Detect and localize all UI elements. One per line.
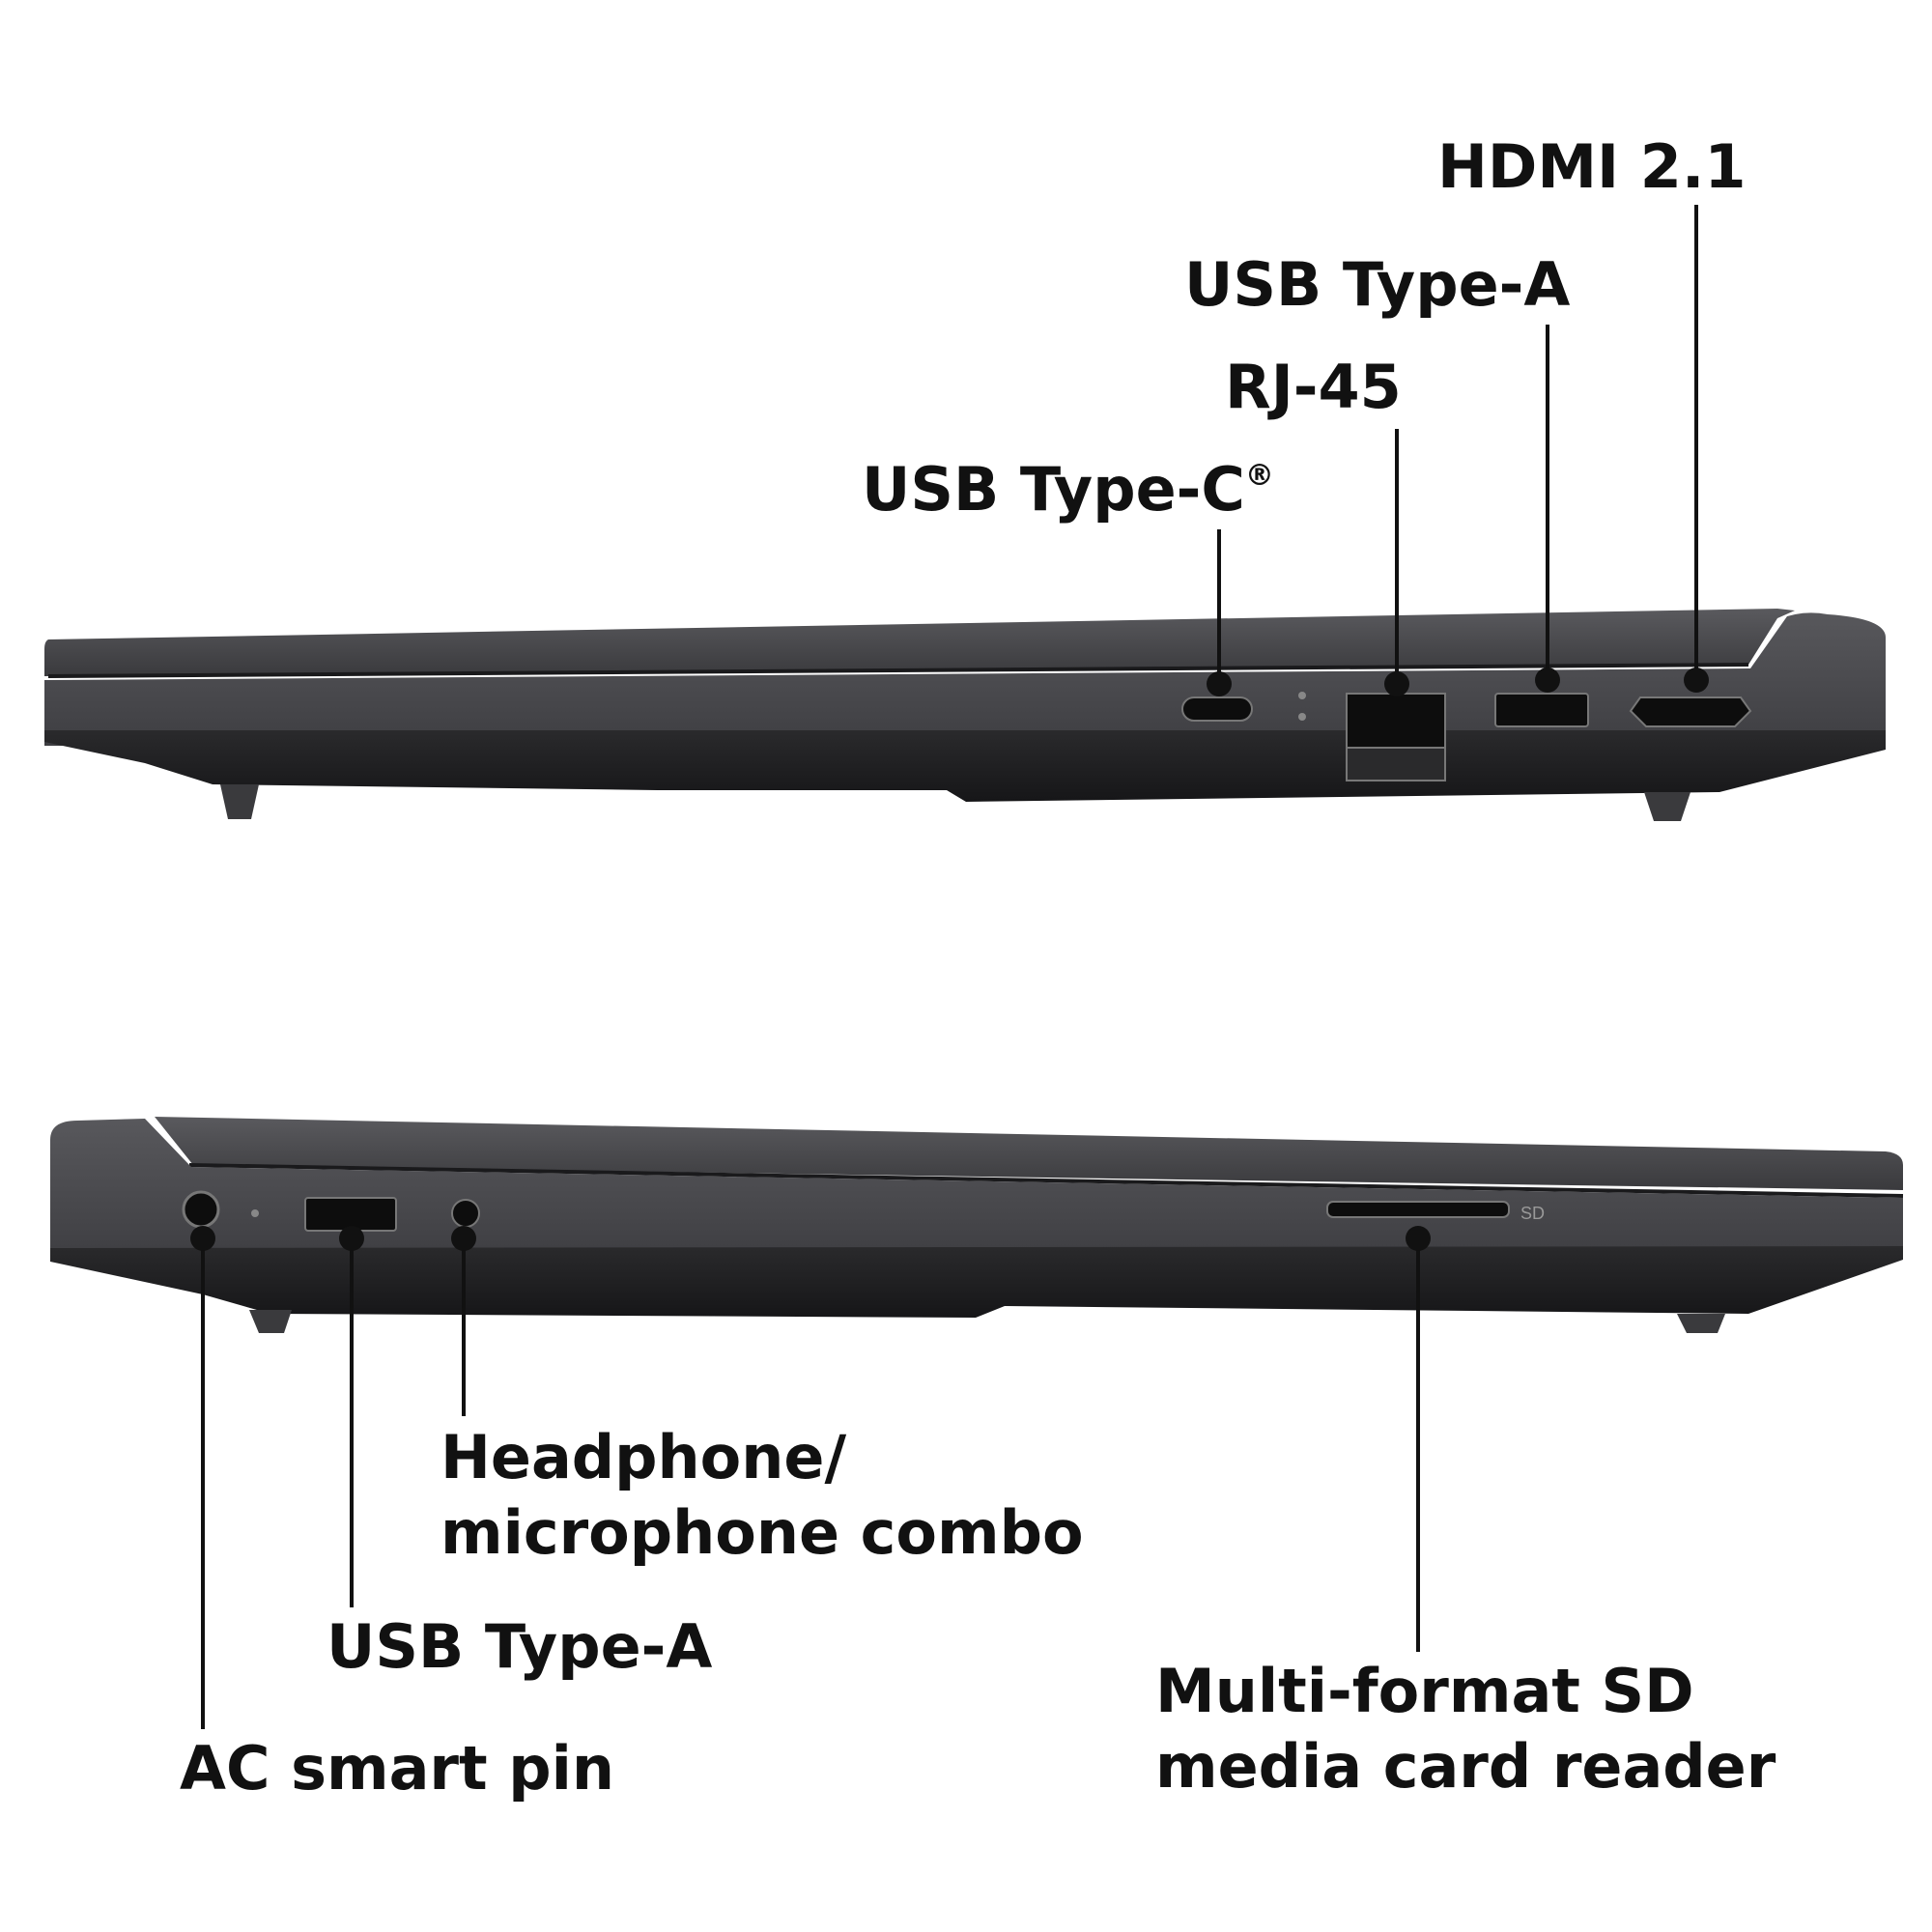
label-hdmi: HDMI 2.1: [1437, 131, 1747, 202]
dot-ac-pin: [190, 1226, 215, 1251]
left-foot-right: [1677, 1314, 1725, 1333]
audio-jack-port: [451, 1199, 480, 1228]
label-audio-line2: microphone combo: [440, 1496, 1084, 1568]
left-lid: [155, 1117, 1903, 1190]
label-audio: Headphone/ microphone combo: [440, 1420, 1084, 1570]
label-audio-line1: Headphone/: [440, 1422, 847, 1492]
sd-marking: SD: [1520, 1204, 1545, 1223]
left-foot-left: [249, 1310, 292, 1333]
laptop-left-side: SD: [50, 1117, 1904, 1729]
ac-smart-pin-port: [182, 1190, 220, 1229]
rj45-port: [1346, 693, 1446, 749]
left-body: [50, 1119, 1903, 1260]
right-foot-right: [1644, 792, 1690, 821]
label-usb-a-right: USB Type-A: [1184, 249, 1571, 320]
status-led-1: [1298, 692, 1306, 699]
label-sd-line1: Multi-format SD: [1155, 1656, 1694, 1726]
label-ac-pin: AC smart pin: [180, 1733, 614, 1804]
dot-sd: [1406, 1226, 1431, 1251]
sd-card-slot: [1326, 1201, 1510, 1218]
power-led: [251, 1209, 259, 1217]
usb-c-port: [1181, 696, 1253, 722]
right-foot-left: [220, 784, 259, 819]
usb-a-port-left: [304, 1197, 397, 1232]
dot-usb-a-left: [339, 1226, 364, 1251]
right-base: [44, 730, 1886, 802]
dot-rj45: [1384, 671, 1409, 696]
left-lid-edge: [188, 1163, 1904, 1198]
right-lid-edge: [47, 663, 1749, 678]
rj45-latch: [1346, 747, 1446, 781]
dot-usb-c: [1207, 671, 1232, 696]
dot-hdmi: [1684, 668, 1709, 693]
label-sd: Multi-format SD media card reader: [1155, 1654, 1776, 1804]
dot-usb-a-right: [1535, 668, 1560, 693]
label-rj45: RJ-45: [1225, 352, 1402, 422]
hdmi-port: [1629, 696, 1752, 727]
registered-mark: ®: [1244, 459, 1274, 493]
label-usb-a-left: USB Type-A: [327, 1611, 713, 1682]
status-led-2: [1298, 713, 1306, 721]
right-lid: [44, 609, 1795, 676]
laptop-right-side: [44, 205, 1886, 821]
label-usb-c-text: USB Type-C: [862, 454, 1245, 525]
label-sd-line2: media card reader: [1155, 1730, 1776, 1802]
left-base: [50, 1246, 1903, 1318]
usb-a-port-right: [1494, 693, 1589, 727]
label-usb-c: USB Type-C®: [862, 452, 1274, 527]
dot-audio: [451, 1226, 476, 1251]
